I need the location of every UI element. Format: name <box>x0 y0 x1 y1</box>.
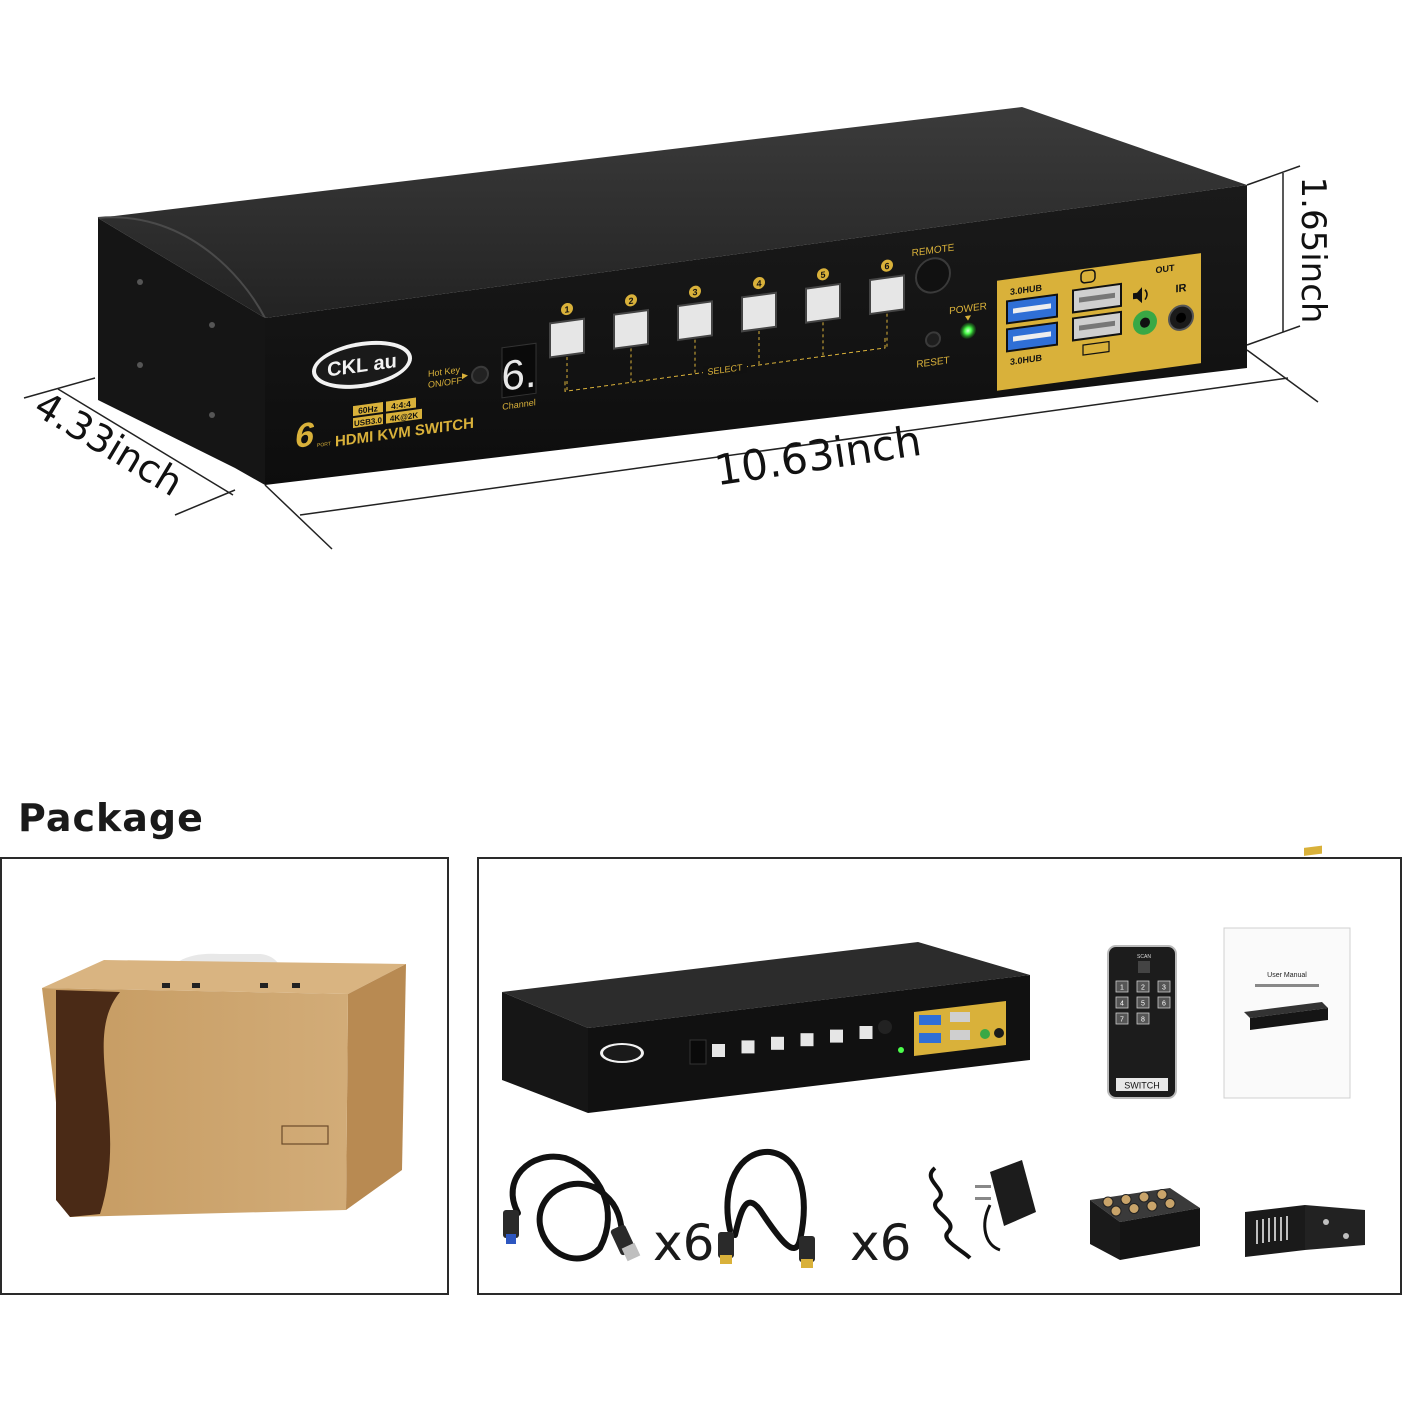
remote-key <box>1115 1012 1129 1025</box>
kvm-switch-illustration: CKL au 6 PORT 60Hz 4:4:4 USB3.0 4K@2K HD… <box>97 107 1247 485</box>
pad-button <box>1164 1198 1176 1209</box>
select-number-label: 1 <box>564 304 569 315</box>
rack-brackets <box>1245 1205 1365 1257</box>
box-image-frame <box>0 857 449 1295</box>
package-contents-frame <box>477 857 1402 1295</box>
power-adapter <box>928 1160 1036 1260</box>
remote-key-label: 2 <box>1141 985 1145 992</box>
spec-4k2k: 4K@2K <box>390 411 418 424</box>
usb-cable <box>509 1153 628 1262</box>
channel-display <box>501 342 537 399</box>
pad-button <box>1146 1200 1158 1212</box>
package-heading: Package <box>18 796 204 840</box>
hub-label-top: 3.0HUB <box>1010 283 1042 297</box>
select-number-badge <box>625 294 637 307</box>
device-front-face <box>265 185 1247 485</box>
reset-button[interactable] <box>925 331 941 348</box>
remote-key <box>1157 980 1171 993</box>
spec-usb30: USB3.0 <box>354 416 382 429</box>
pad-button <box>1138 1191 1150 1203</box>
mini-select-button <box>800 1033 814 1047</box>
remote-key <box>1136 996 1150 1009</box>
device-top-face <box>98 107 1247 318</box>
remote-key-label: 4 <box>1120 1001 1124 1008</box>
brand-logo: CKL au <box>312 340 412 389</box>
pad-button <box>1110 1205 1122 1217</box>
select-number-label: 4 <box>756 278 761 289</box>
port-count-text: 6 <box>295 415 315 456</box>
select-button-4[interactable] <box>741 291 777 333</box>
remote-key-label: 1 <box>1120 985 1124 992</box>
remote-key-label: 8 <box>1141 1017 1145 1024</box>
hotkey-button[interactable] <box>471 365 489 384</box>
remote-key-label: 3 <box>1162 985 1166 992</box>
remote-key-label: 7 <box>1120 1017 1124 1024</box>
select-number-badge <box>561 302 573 316</box>
remote-key <box>1115 996 1129 1009</box>
select-number-badge <box>689 285 701 298</box>
reset-label: RESET <box>916 355 949 370</box>
hotkey-label-1: Hot Key <box>428 365 460 379</box>
speaker-icon <box>1133 287 1148 304</box>
select-number-label: 2 <box>628 296 633 307</box>
pad-button <box>1120 1194 1132 1205</box>
mini-select-button <box>712 1044 725 1057</box>
pad-button <box>1128 1203 1140 1214</box>
ir-label: IR <box>1175 282 1186 295</box>
remote-key-label: 5 <box>1141 1001 1145 1008</box>
select-button-6[interactable] <box>869 274 905 316</box>
remote-key <box>1136 980 1150 993</box>
hotkey-label-2: ON/OFF <box>428 375 462 390</box>
mini-select-button <box>859 1026 873 1039</box>
height-dimension-label: 1.65inch <box>1293 177 1333 324</box>
power-led <box>960 322 976 339</box>
user-manual: User Manual <box>1223 845 1351 1099</box>
select-button-1[interactable] <box>549 317 585 359</box>
remote-scan-label: SCAN <box>1137 954 1151 960</box>
remote-control: SCAN 1 2 3 4 5 6 7 8 SWITCH <box>1107 945 1177 1099</box>
manual-title: User Manual <box>1267 972 1307 979</box>
select-number-badge <box>753 276 765 290</box>
select-button-3[interactable] <box>677 300 713 342</box>
select-number-badge <box>817 268 829 281</box>
select-label: SELECT <box>708 362 743 377</box>
mini-select-button <box>741 1040 755 1054</box>
power-label: POWER <box>949 301 987 317</box>
pad-button <box>1156 1189 1168 1200</box>
spec-444: 4:4:4 <box>391 399 411 412</box>
remote-ir-sensor <box>915 257 951 294</box>
hdmi-cable <box>724 1148 807 1251</box>
package-kvm-switch <box>502 942 1030 1113</box>
pad-button <box>1102 1196 1114 1208</box>
remote-key-label: 6 <box>1162 1001 1166 1008</box>
mini-select-button <box>830 1029 843 1043</box>
remote-key <box>1157 996 1171 1009</box>
select-button-2[interactable] <box>613 308 649 350</box>
hub-label-bottom: 3.0HUB <box>1010 353 1042 367</box>
hdmi-cable-quantity: x6 <box>850 1214 912 1272</box>
select-number-label: 5 <box>820 270 825 281</box>
out-label: OUT <box>1156 263 1175 276</box>
wired-switch-pad <box>1090 1188 1200 1260</box>
select-number-label: 3 <box>692 287 697 298</box>
select-number-badge <box>881 259 893 272</box>
remote-key <box>1115 980 1129 993</box>
mini-select-button <box>771 1036 784 1050</box>
select-number-label: 6 <box>884 261 889 272</box>
spec-60hz: 60Hz <box>358 403 378 416</box>
channel-display-digit: 6. <box>501 348 536 400</box>
remote-key <box>1136 1012 1150 1025</box>
packaging-box <box>42 953 406 1217</box>
channel-label: Channel <box>502 397 536 411</box>
port-word-text: PORT <box>317 441 331 449</box>
dimension-lines <box>23 165 1319 550</box>
usb-cable-quantity: x6 <box>653 1214 715 1272</box>
select-button-5[interactable] <box>805 282 841 324</box>
remote-switch-label: SWITCH <box>1124 1081 1160 1091</box>
